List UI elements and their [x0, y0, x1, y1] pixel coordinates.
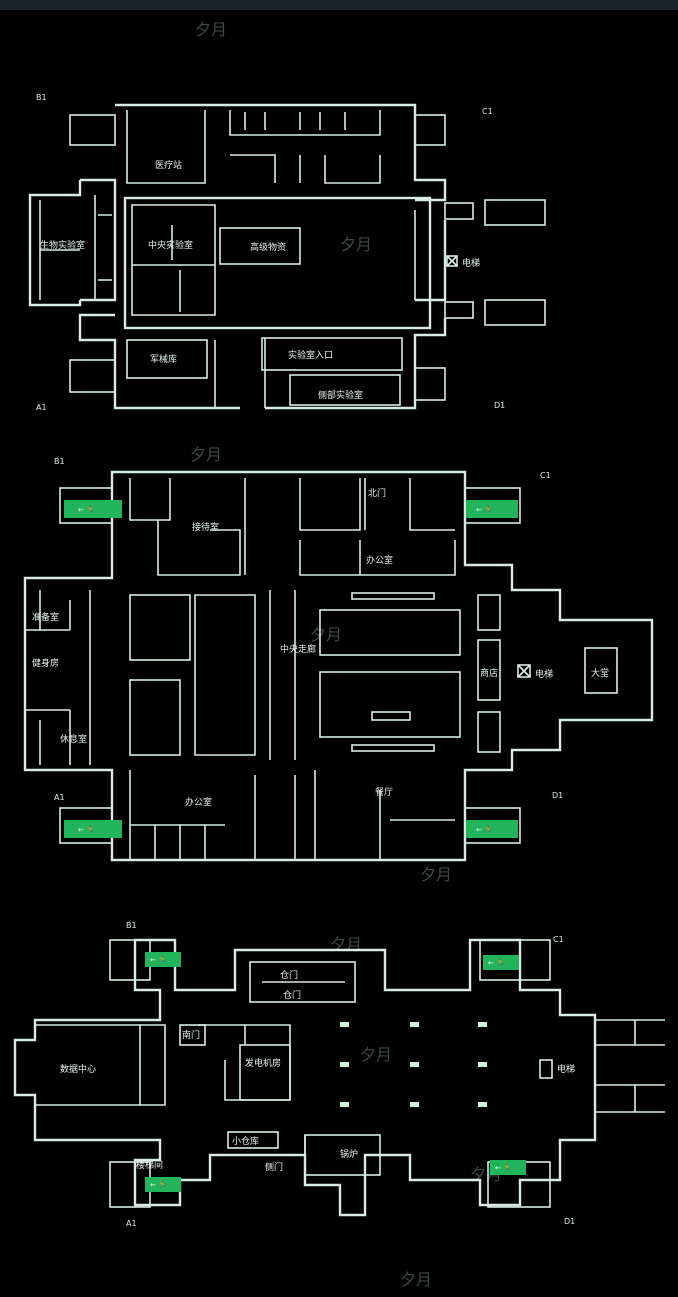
room-label: 准备室	[32, 611, 59, 623]
room-label: 餐厅	[375, 786, 393, 798]
room-label: 接待室	[192, 521, 219, 533]
room-label: 楼梯间	[136, 1159, 163, 1171]
room-label: 小仓库	[232, 1135, 259, 1147]
room-label: 实验室入口	[288, 349, 333, 361]
room-label: 中央走廊	[280, 643, 316, 655]
floor-3: B1 C1 A1 D1 ← 🏃 ← 🏃 ← 🏃 ← 🏃	[13, 921, 665, 1228]
room-label: 休息室	[60, 733, 87, 745]
watermark: 夕月	[195, 20, 227, 39]
elevator-icon	[517, 664, 531, 678]
room-label: 仓门	[280, 969, 298, 981]
floor-1: B1 C1 A1 D1 医疗站 生物实验室	[28, 93, 546, 412]
room-label: 侧门	[265, 1161, 283, 1173]
room-label: 南门	[182, 1029, 200, 1041]
room-label: 数据中心	[60, 1063, 96, 1075]
corner-label-c: C1	[540, 471, 551, 480]
room-label: 商店	[480, 667, 498, 679]
room-label: 电梯	[462, 257, 480, 269]
emergency-exit-sign-icon: ← 🏃	[495, 1163, 512, 1172]
room-label: 电梯	[557, 1063, 575, 1075]
room-label: 高级物资	[250, 241, 286, 253]
room-label: 大堂	[591, 667, 609, 679]
watermark: 夕月	[340, 235, 372, 254]
emergency-exit-sign-icon: ← 🏃	[476, 825, 493, 834]
watermark: 夕月	[420, 865, 452, 884]
room-label: 健身房	[32, 657, 59, 669]
corner-label-b: B1	[36, 93, 47, 102]
corner-label-a: A1	[36, 403, 47, 412]
watermark: 夕月	[310, 625, 342, 644]
watermark: 夕月	[190, 445, 222, 464]
corner-label-c: C1	[482, 107, 493, 116]
room-label: 侧部实验室	[318, 389, 363, 401]
corner-label-b: B1	[54, 457, 65, 466]
room-label: 电梯	[535, 668, 553, 680]
elevator-icon	[446, 255, 458, 267]
room-label: 北门	[368, 487, 386, 499]
room-label: 办公室	[185, 796, 212, 808]
emergency-exit-sign-icon: ← 🏃	[476, 505, 493, 514]
emergency-exit-sign-icon: ← 🏃	[488, 958, 505, 967]
room-label: 生物实验室	[40, 239, 85, 251]
room-label: 发电机房	[245, 1057, 281, 1069]
corner-label-a: A1	[126, 1219, 137, 1228]
emergency-exit-sign-icon: ← 🏃	[78, 825, 95, 834]
corner-label-a: A1	[54, 793, 65, 802]
corner-label-c: C1	[553, 935, 564, 944]
watermark: 夕月	[400, 1270, 432, 1289]
room-label: 锅炉	[340, 1148, 358, 1160]
room-label: 仓门	[283, 989, 301, 1001]
emergency-exit-sign-icon: ← 🏃	[78, 505, 95, 514]
corner-label-d: D1	[494, 401, 505, 410]
room-label: 军械库	[150, 353, 177, 365]
corner-label-d: D1	[552, 791, 563, 800]
watermark: 夕月	[360, 1045, 392, 1064]
room-label: 中央实验室	[148, 239, 193, 251]
emergency-exit-sign-icon: ← 🏃	[150, 955, 167, 964]
corner-label-b: B1	[126, 921, 137, 930]
top-bar	[0, 0, 678, 10]
emergency-exit-sign-icon: ← 🏃	[150, 1180, 167, 1189]
corner-label-d: D1	[564, 1217, 575, 1226]
room-label: 医疗站	[155, 159, 182, 171]
room-label: 办公室	[366, 554, 393, 566]
floor-2: B1 C1 A1 D1 ← 🏃 ← 🏃 ← 🏃 ← 🏃	[23, 457, 654, 862]
